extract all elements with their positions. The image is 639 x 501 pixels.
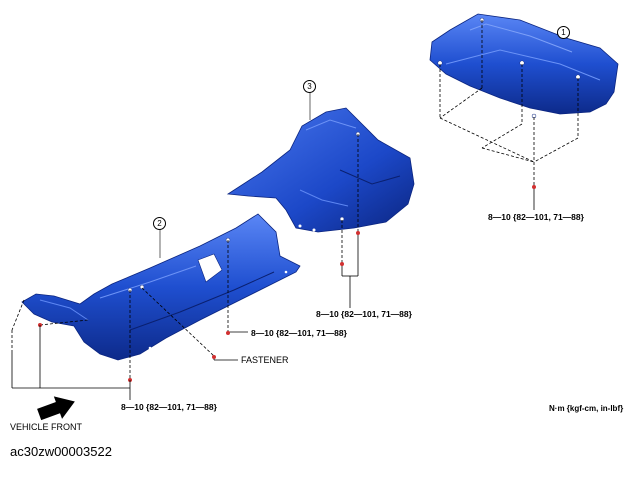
callout-3: 3	[303, 80, 316, 93]
fastener-label: FASTENER	[241, 355, 289, 365]
vehicle-front-label: VEHICLE FRONT	[10, 422, 83, 432]
callout-1: 1	[557, 26, 570, 39]
torque-label-part2-upper: 8—10 {82—101, 71—88}	[251, 328, 347, 338]
heat-insulator-3	[226, 90, 415, 308]
units-label: N·m {kgf-cm, in-lbf}	[549, 404, 624, 413]
torque-label-part3: 8—10 {82—101, 71—88}	[316, 309, 412, 319]
image-code: ac30zw00003522	[10, 444, 112, 459]
heat-insulator-2	[11, 213, 301, 400]
heat-insulator-1	[429, 13, 619, 210]
vehicle-front-arrow	[37, 396, 75, 421]
torque-label-part2-lower: 8—10 {82—101, 71—88}	[121, 402, 217, 412]
callout-2: 2	[153, 217, 166, 230]
torque-label-part1: 8—10 {82—101, 71—88}	[488, 212, 584, 222]
